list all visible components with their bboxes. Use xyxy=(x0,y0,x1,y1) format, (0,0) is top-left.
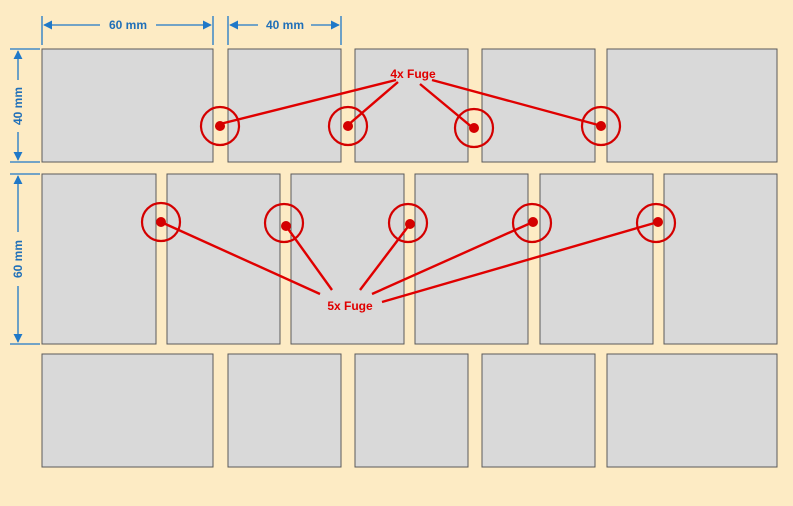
callout-label-bottom: 5x Fuge xyxy=(327,299,373,313)
joint-dot xyxy=(653,217,663,227)
joint-marker xyxy=(580,105,622,147)
joint-dot xyxy=(528,217,538,227)
callout-label-top: 4x Fuge xyxy=(390,67,436,81)
tile xyxy=(606,48,778,163)
tile xyxy=(481,48,596,163)
tile xyxy=(41,173,157,345)
tile xyxy=(539,173,654,345)
joint-marker xyxy=(199,105,241,147)
joint-dot xyxy=(281,221,291,231)
tile-row-2 xyxy=(41,173,778,345)
dimension-left-row1: 40 mm xyxy=(10,48,40,163)
dimension-left-row2: 60 mm xyxy=(10,173,40,345)
dimension-top-narrow: 40 mm xyxy=(227,16,342,45)
callout-top: 4x Fuge xyxy=(199,67,622,149)
joint-marker xyxy=(140,201,182,243)
tile xyxy=(290,173,405,345)
joint-dot xyxy=(156,217,166,227)
joint-marker xyxy=(453,107,495,149)
joint-dot xyxy=(343,121,353,131)
joint-marker xyxy=(635,202,677,244)
callout-bottom: 5x Fuge xyxy=(140,201,677,313)
tile xyxy=(414,173,529,345)
joint-dot xyxy=(596,121,606,131)
joint-marker xyxy=(263,202,305,244)
dimension-top-wide: 60 mm xyxy=(41,16,214,45)
dimension-label: 60 mm xyxy=(109,18,147,32)
tile xyxy=(41,353,214,468)
tile xyxy=(41,48,214,163)
joint-marker xyxy=(327,105,369,147)
tile xyxy=(166,173,281,345)
joint-dot xyxy=(405,219,415,229)
tile xyxy=(606,353,778,468)
joint-marker xyxy=(387,202,429,244)
tile xyxy=(354,353,469,468)
tile-row-3 xyxy=(41,353,778,468)
tile xyxy=(663,173,778,345)
joint-dot xyxy=(215,121,225,131)
tile xyxy=(481,353,596,468)
tile xyxy=(227,48,342,163)
tile-row-1 xyxy=(41,48,778,163)
dimension-label: 60 mm xyxy=(11,240,25,278)
joint-dot xyxy=(469,123,479,133)
joint-marker xyxy=(511,202,553,244)
dimension-label: 40 mm xyxy=(266,18,304,32)
dimension-label: 40 mm xyxy=(11,87,25,125)
tile xyxy=(354,48,469,163)
tile xyxy=(227,353,342,468)
